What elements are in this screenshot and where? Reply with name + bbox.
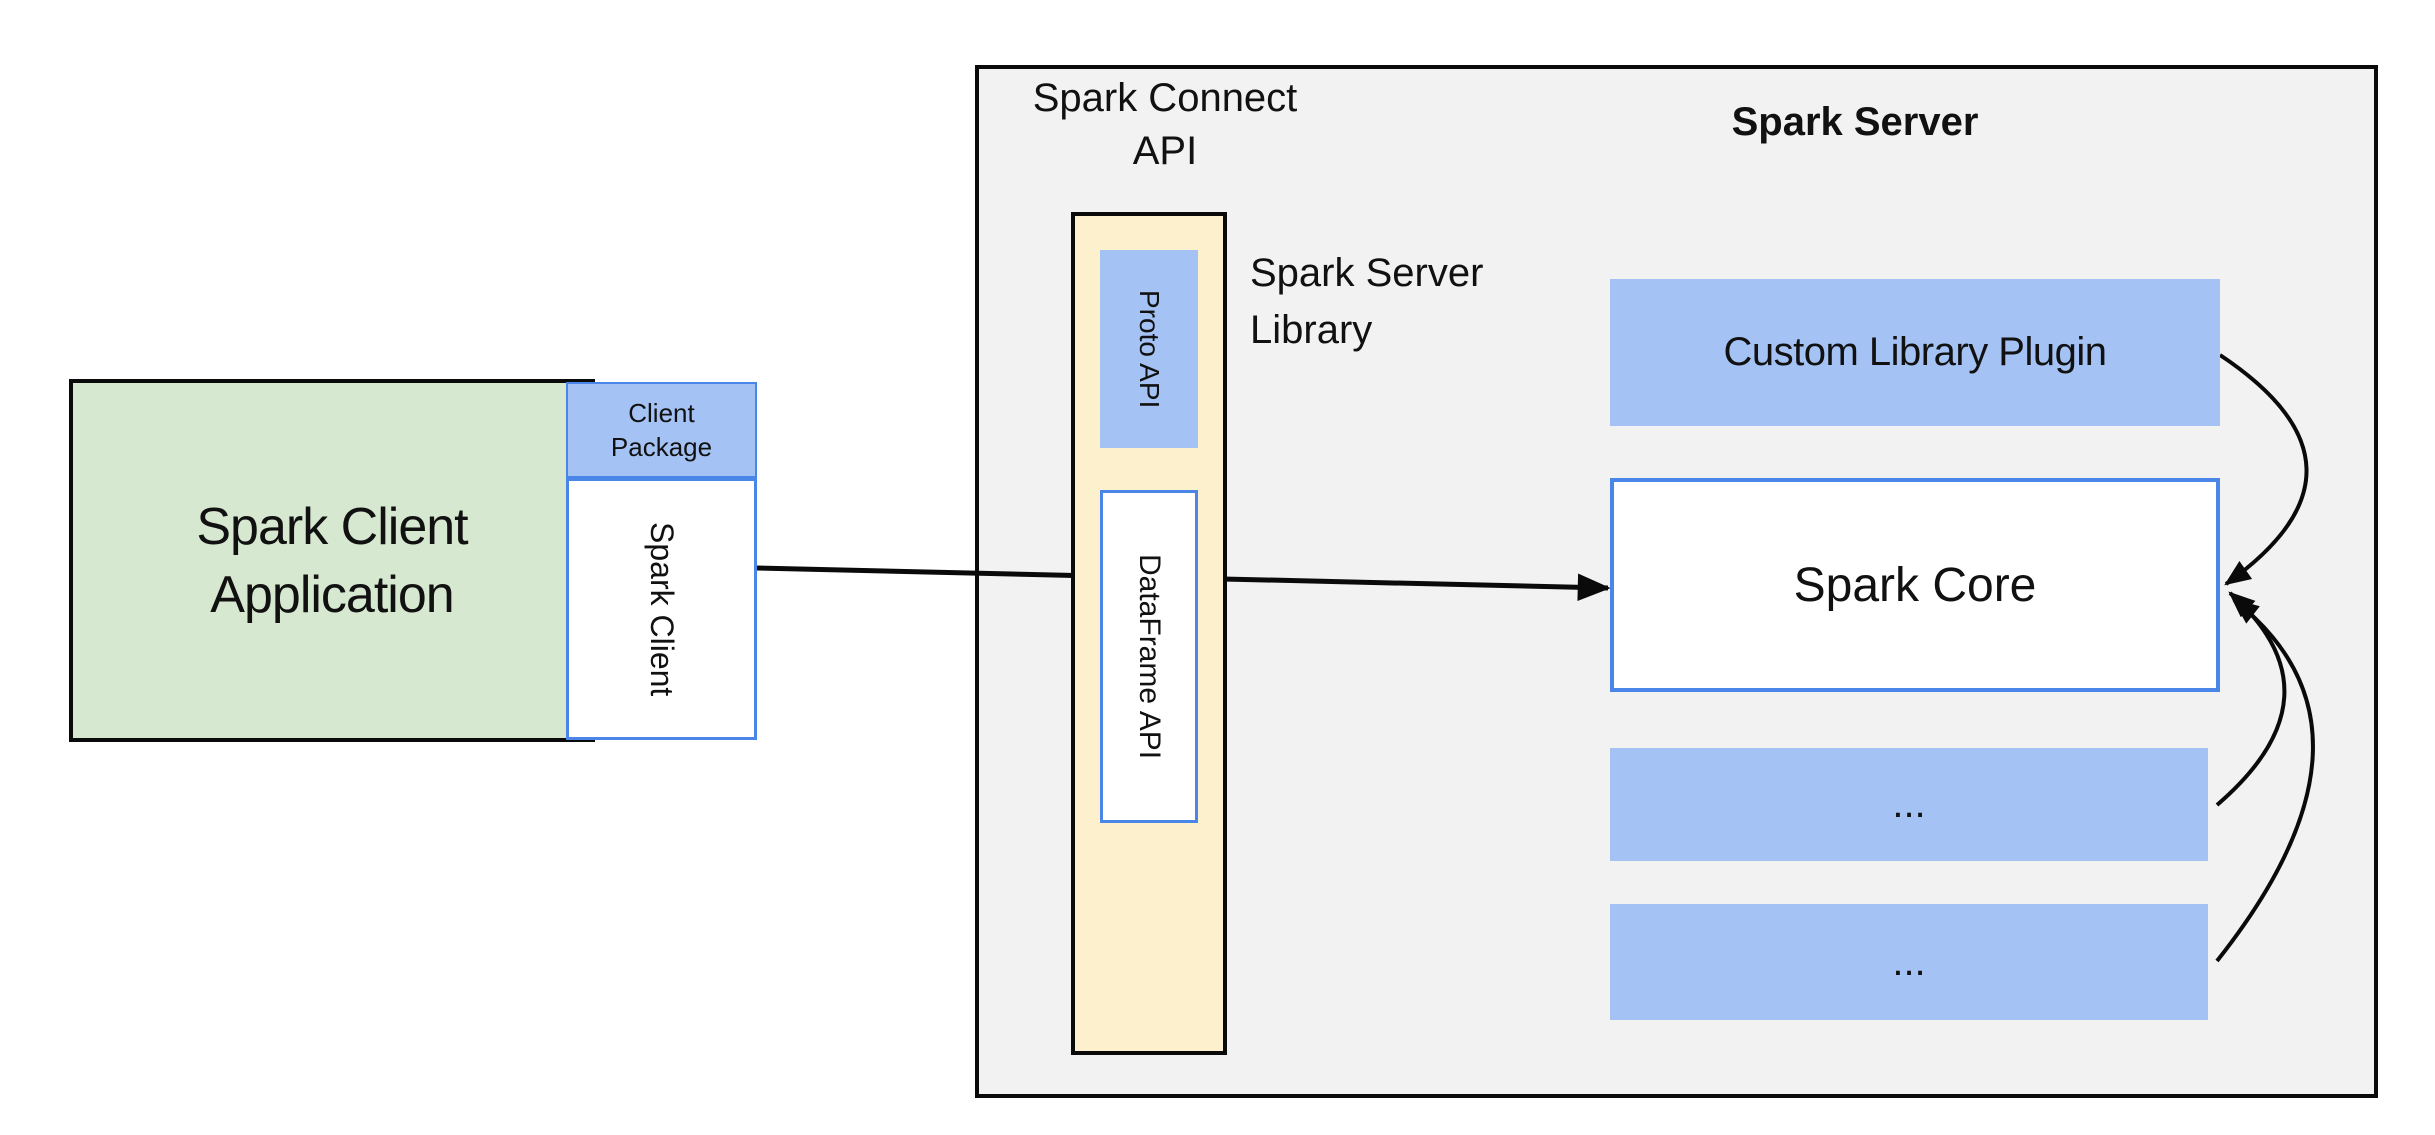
client-package-box: Client Package — [566, 382, 757, 478]
client-package-label: Client Package — [611, 396, 712, 464]
ellipsis-label-1: ... — [1892, 782, 1926, 826]
custom-library-plugin-box: Custom Library Plugin — [1610, 279, 2220, 426]
ellipsis-box-1: ... — [1610, 748, 2208, 861]
spark-server-library-label-line2: Library — [1250, 308, 1373, 352]
spark-connect-api-label-line1: Spark Connect — [1032, 76, 1298, 120]
spark-server-library-label-line1: Spark Server — [1250, 251, 1484, 295]
proto-api-label: Proto API — [1134, 289, 1165, 409]
spark-server-library-label: Spark Server Library — [1250, 245, 1580, 359]
custom-library-plugin-label: Custom Library Plugin — [1723, 330, 2108, 374]
spark-core-box: Spark Core — [1610, 478, 2220, 692]
client-package-label-line2: Package — [610, 432, 713, 462]
spark-server-title: Spark Server — [1731, 100, 1979, 144]
spark-client-application-label-line2: Application — [210, 565, 454, 624]
spark-client-box: Spark Client — [566, 478, 757, 740]
spark-client-label: Spark Client — [644, 521, 680, 697]
ellipsis-label-2: ... — [1892, 939, 1926, 984]
proto-api-box: Proto API — [1100, 250, 1198, 448]
spark-client-application-label-line1: Spark Client — [196, 497, 468, 556]
dataframe-api-label: DataFrame API — [1133, 553, 1166, 760]
spark-client-application-label: Spark Client Application — [196, 493, 468, 629]
client-package-label-line1: Client — [628, 398, 695, 428]
spark-client-application-box: Spark Client Application — [69, 379, 595, 742]
dataframe-api-box: DataFrame API — [1100, 490, 1198, 823]
spark-connect-api-label: Spark Connect API — [1000, 72, 1330, 178]
spark-connect-api-label-line2: API — [1132, 129, 1198, 173]
spark-core-label: Spark Core — [1793, 558, 2037, 612]
ellipsis-box-2: ... — [1610, 904, 2208, 1020]
